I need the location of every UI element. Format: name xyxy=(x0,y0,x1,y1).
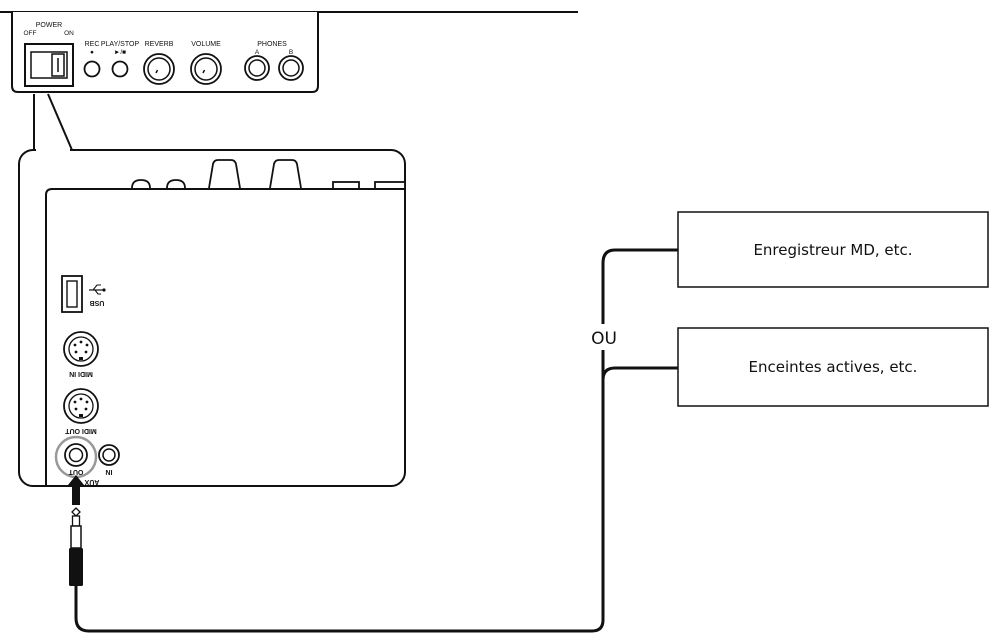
top-control-panel: POWER OFF ON REC ● PLAY/STOP ►/■ REVERB … xyxy=(0,11,578,93)
play-stop-symbol: ►/■ xyxy=(114,49,126,56)
device-box-md-recorder: Enregistreur MD, etc. xyxy=(677,211,989,288)
phones-b-label: B xyxy=(289,49,293,56)
play-stop-label: PLAY/STOP xyxy=(101,41,140,48)
jack-plug xyxy=(69,507,83,586)
rec-label: REC xyxy=(85,41,100,48)
midi-in-port[interactable] xyxy=(63,331,99,367)
device-box-active-speakers: Enceintes actives, etc. xyxy=(677,327,989,407)
usb-port[interactable] xyxy=(61,275,83,313)
insert-arrow-icon xyxy=(68,475,84,505)
device-label-active-speakers: Enceintes actives, etc. xyxy=(749,358,918,376)
phones-b-jack[interactable] xyxy=(278,55,304,81)
rear-panel xyxy=(18,148,406,487)
reverb-label: REVERB xyxy=(145,41,174,48)
aux-in-label: IN xyxy=(106,468,113,475)
volume-knob[interactable] xyxy=(190,53,222,85)
reverb-knob[interactable] xyxy=(143,53,175,85)
aux-out-jack[interactable] xyxy=(64,443,88,467)
rec-button[interactable] xyxy=(83,60,101,78)
or-label-bg xyxy=(584,324,624,350)
power-label: POWER xyxy=(36,22,62,29)
device-label-md-recorder: Enregistreur MD, etc. xyxy=(753,241,912,259)
volume-label: VOLUME xyxy=(191,41,221,48)
aux-label: AUX xyxy=(84,478,99,485)
phones-a-label: A xyxy=(255,49,260,56)
midi-out-port[interactable] xyxy=(63,388,99,424)
zoom-callout xyxy=(33,93,73,151)
midi-in-label: MIDI IN xyxy=(69,370,93,377)
aux-in-jack[interactable] xyxy=(98,444,120,466)
phones-a-jack[interactable] xyxy=(244,55,270,81)
midi-out-label: MIDI OUT xyxy=(65,427,97,434)
audio-cable xyxy=(74,248,678,633)
or-label: OU xyxy=(591,329,617,349)
usb-icon xyxy=(89,284,106,295)
on-label: ON xyxy=(64,30,74,37)
phones-label: PHONES xyxy=(257,41,287,48)
play-stop-button[interactable] xyxy=(111,60,129,78)
aux-out-label: OUT xyxy=(68,468,84,475)
power-switch[interactable] xyxy=(24,43,74,87)
off-label: OFF xyxy=(24,30,37,37)
rec-symbol: ● xyxy=(90,49,94,56)
usb-label: USB xyxy=(90,299,105,306)
